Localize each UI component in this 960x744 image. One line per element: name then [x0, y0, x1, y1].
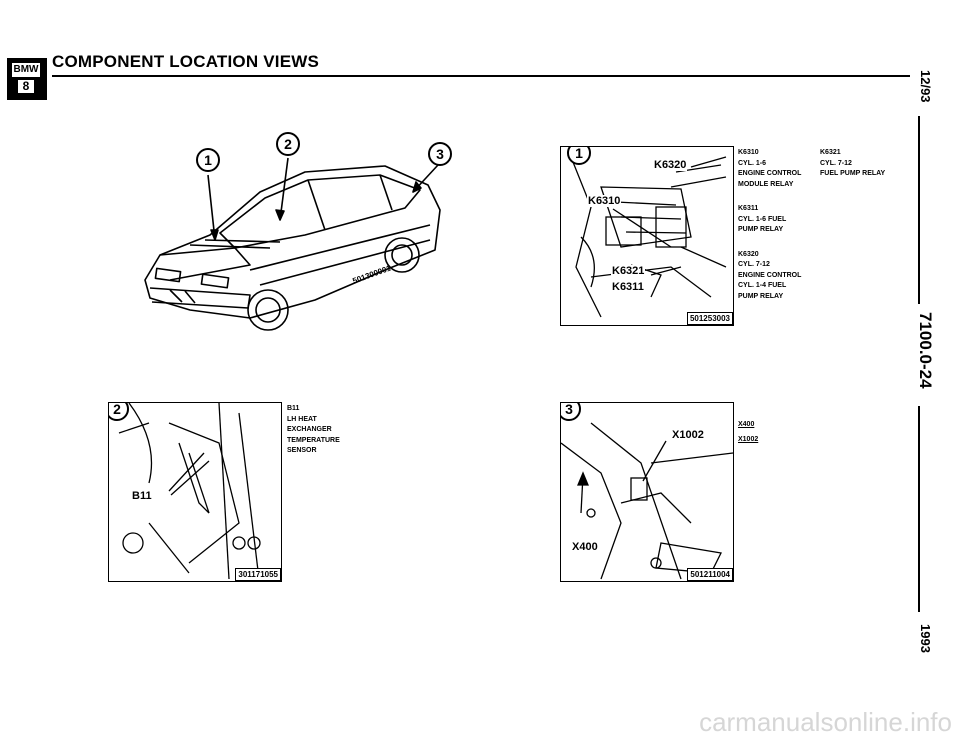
car-overview-figure: 1 2 3 501300001: [130, 130, 490, 345]
label-x400: X400: [571, 541, 599, 553]
legend-x1002: X1002: [738, 435, 759, 443]
legend-k6320-line: CYL. 7-12: [738, 261, 770, 268]
figure-3-code: 501211004: [687, 568, 733, 581]
label-k6310: K6310: [587, 195, 622, 207]
logo-series: 8: [18, 80, 34, 93]
legend-k6320-line: PUMP RELAY: [738, 292, 784, 300]
figure-2-legend: B11 LH HEAT EXCHANGER TEMPERATURE SENSOR: [287, 404, 340, 457]
legend-k6320-id: K6320: [738, 250, 759, 258]
label-k6321: K6321: [611, 265, 646, 277]
margin-rule-1: [918, 116, 920, 304]
connector-drawing: [561, 422, 733, 580]
legend-b11-id: B11: [287, 405, 300, 412]
site-watermark: carmanualsonline.info: [699, 707, 952, 737]
figure-1-number-wrap: 1: [567, 147, 591, 165]
figure-2-code: 301171055: [235, 568, 281, 581]
legend-x400: X400: [738, 421, 755, 428]
legend-k6311-line: CYL. 1-6 FUEL: [738, 215, 787, 223]
logo-brand: BMW: [11, 62, 41, 78]
figure-2-sensor-photo: 2 B11 301171055: [108, 402, 282, 582]
legend-b11-line: EXCHANGER: [287, 426, 332, 433]
label-b11: B11: [131, 490, 153, 502]
legend-k6320-line: CYL. 1-4 FUEL: [738, 282, 787, 289]
sensor-drawing: [118, 403, 261, 580]
figure-1-relay-photo: 1 K6320 K6310 K6321 K6311 501253003: [560, 146, 734, 326]
label-k6320: K6320: [653, 159, 688, 171]
callout-2: 2: [276, 132, 300, 156]
figure-1-number: 1: [567, 147, 591, 165]
figure-3-number-wrap: 3: [561, 403, 581, 421]
legend-k6310-line: CYL. 1-6: [738, 159, 767, 167]
label-k6311: K6311: [611, 281, 645, 293]
figure-2-number: 2: [109, 403, 129, 421]
figure-2-number-wrap: 2: [109, 403, 129, 421]
header-rule: [52, 75, 910, 77]
margin-year: 1993: [918, 624, 933, 653]
margin-rule-2: [918, 406, 920, 612]
figure-3-number: 3: [561, 403, 581, 421]
legend-k6321-line: FUEL PUMP RELAY: [820, 170, 886, 177]
legend-k6321-line: CYL. 7-12: [820, 159, 852, 167]
margin-section-code: 7100.0-24: [916, 312, 935, 389]
car-drawing: [144, 157, 441, 331]
legend-spacer: [738, 236, 801, 250]
legend-b11-line: TEMPERATURE: [287, 436, 340, 444]
relay-drawing: [570, 156, 727, 318]
figure-1-code: 501253003: [686, 312, 733, 325]
label-x1002: X1002: [671, 429, 705, 441]
legend-k6311-id: K6311: [738, 205, 759, 212]
legend-k6321-id: K6321: [820, 149, 841, 156]
legend-k6320-line: ENGINE CONTROL: [738, 271, 802, 279]
margin-date: 12/93: [918, 70, 933, 103]
figure-1-legend-col-1: K6310 CYL. 1-6 ENGINE CONTROL MODULE REL…: [738, 148, 801, 302]
callout-3: 3: [428, 142, 452, 166]
bmw-8-logo: BMW 8: [7, 58, 47, 100]
page-title: COMPONENT LOCATION VIEWS: [52, 52, 320, 71]
legend-k6310-line: MODULE RELAY: [738, 180, 794, 188]
figure-1-legend-col-2: K6321 CYL. 7-12 FUEL PUMP RELAY: [820, 148, 885, 180]
legend-k6310-line: ENGINE CONTROL: [738, 170, 802, 177]
legend-b11-line: LH HEAT: [287, 415, 317, 423]
callout-1: 1: [196, 148, 220, 172]
legend-k6310-id: K6310: [738, 149, 759, 156]
legend-b11-line: SENSOR: [287, 447, 317, 454]
legend-k6311-line: PUMP RELAY: [738, 226, 784, 233]
figure-3-connector-photo: 3 X1002 X400 501211004: [560, 402, 734, 582]
figure-3-legend: X400 X1002: [738, 420, 758, 445]
legend-spacer: [738, 190, 801, 204]
